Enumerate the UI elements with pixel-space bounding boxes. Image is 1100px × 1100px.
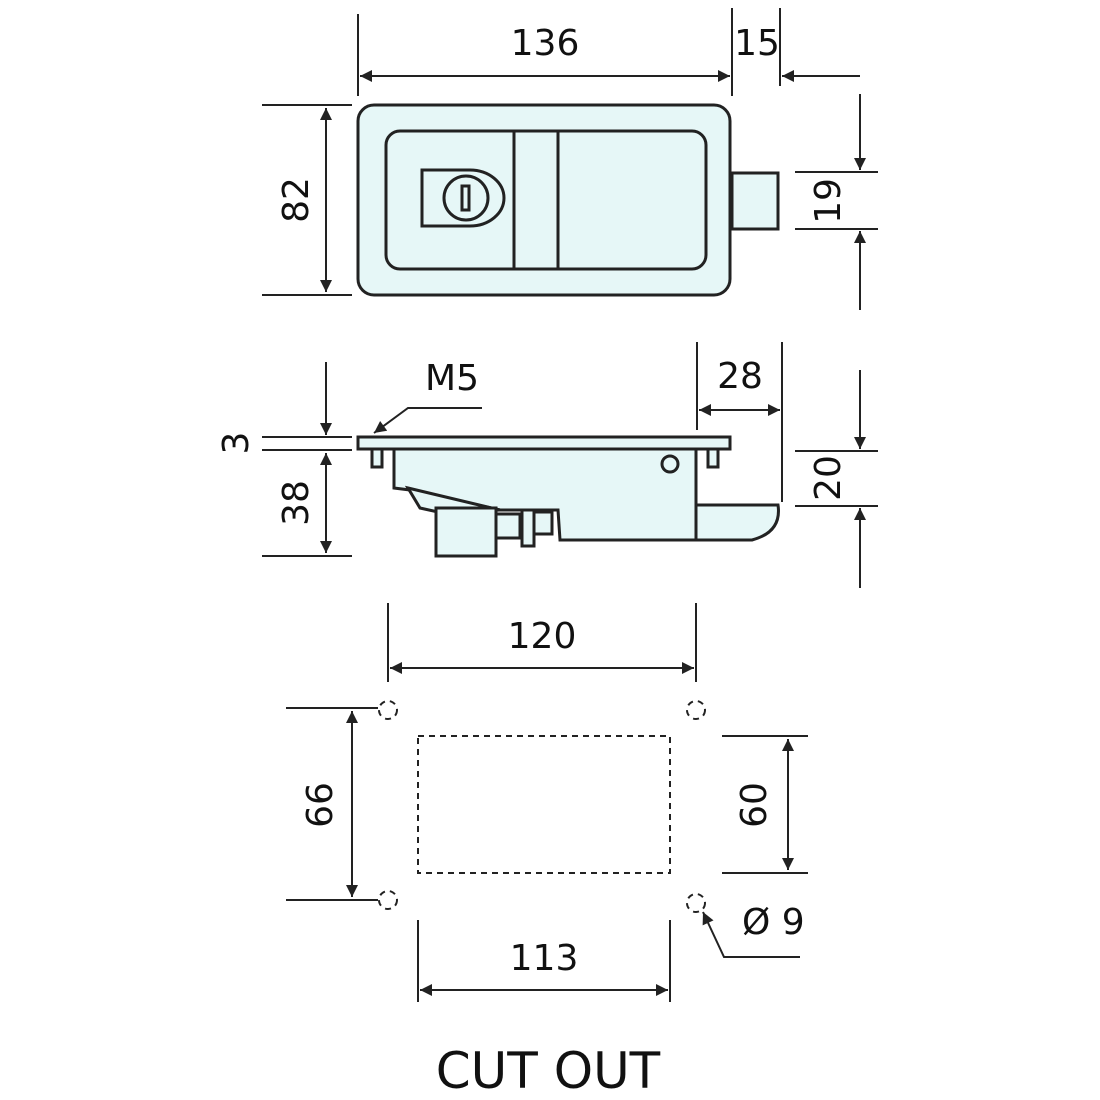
- lock-cylinder-icon: [442, 174, 490, 222]
- stud-left: [370, 447, 384, 469]
- cam-block: [434, 506, 498, 558]
- mounting-hole-bottom-right: [686, 893, 706, 913]
- bolt-offset-label: 15: [734, 23, 780, 64]
- hole-diameter-leader: [702, 911, 800, 958]
- opening-width-label: 113: [510, 938, 579, 979]
- mounting-hole-bottom-left: [378, 890, 398, 910]
- opening-height-label: 60: [734, 782, 775, 828]
- cutout-view: 120 66 60 113 Ø 9 CUT OUT: [286, 603, 808, 1100]
- side-bolt: [694, 503, 780, 542]
- cutout-title: CUT OUT: [436, 1042, 661, 1100]
- rivet-icon: [660, 454, 680, 474]
- bolt-projection-label: 28: [717, 356, 763, 397]
- width-label: 136: [511, 23, 580, 64]
- latch-bolt: [730, 171, 780, 231]
- depth-label: 38: [276, 480, 317, 526]
- thread-leader-line: [373, 407, 482, 434]
- top-view: 136 15 82 19: [262, 8, 878, 310]
- latch-handle: [512, 129, 560, 271]
- stud-right: [706, 447, 720, 469]
- body-housing: [392, 446, 698, 542]
- side-view: M5 3 38 28 20: [216, 342, 878, 588]
- thread-label: M5: [425, 358, 479, 399]
- flange-label: 3: [216, 432, 257, 455]
- mounting-flange: [356, 435, 732, 451]
- cutout-opening: [417, 735, 671, 874]
- cam-pin: [520, 508, 536, 548]
- mounting-hole-top-right: [686, 700, 706, 720]
- keyhole-icon: [460, 184, 471, 212]
- bolt-height-label: 19: [808, 178, 849, 224]
- bolt-depth-label: 20: [808, 455, 849, 501]
- hole-spacing-x-label: 120: [508, 616, 577, 657]
- cam-nut: [532, 510, 554, 536]
- cam-spindle: [494, 512, 522, 540]
- mounting-hole-top-left: [378, 700, 398, 720]
- height-label: 82: [276, 177, 317, 223]
- hole-diameter-label: Ø 9: [742, 902, 805, 943]
- hole-spacing-y-label: 66: [300, 782, 341, 828]
